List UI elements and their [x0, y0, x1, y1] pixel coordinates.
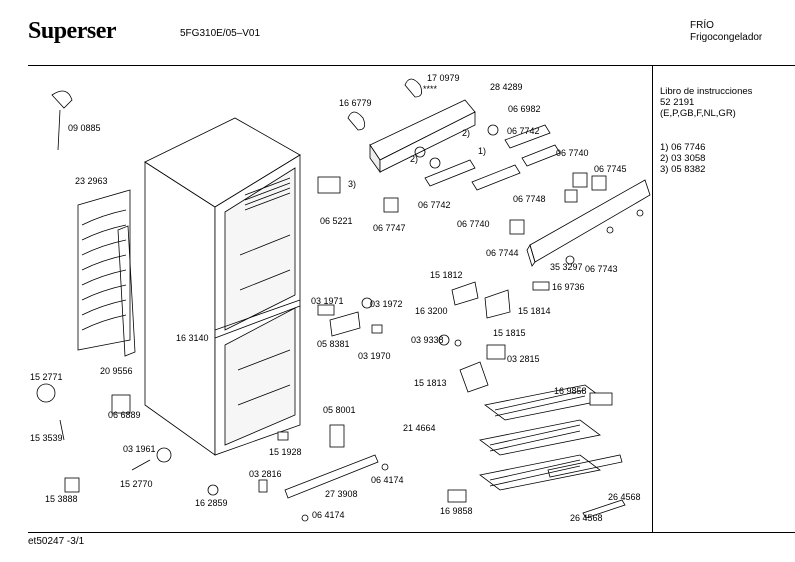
part-number-label: 03 1970	[358, 351, 391, 361]
part-number-label: 06 7740	[457, 219, 490, 229]
brand-logo: Superser	[28, 18, 117, 44]
part-number-label: 06 5221	[320, 216, 353, 226]
part-number-label: 16 3200	[415, 306, 448, 316]
part-number-label: 06 7745	[594, 164, 627, 174]
part-number-label: 03 2815	[507, 354, 540, 364]
manual-number: 52 2191	[660, 97, 695, 108]
part-number-label: 17 0979	[427, 73, 460, 83]
control-panel-drawing	[347, 78, 651, 267]
part-number-label: 03 2816	[249, 469, 282, 479]
part-number-label: 16 9858	[554, 386, 587, 396]
part-number-label: 03 1961	[123, 444, 156, 454]
part-number-label: ****	[423, 84, 438, 94]
part-number-label: 15 1812	[430, 270, 463, 280]
model-number: 5FG310E/05–V01	[180, 28, 261, 39]
footer-divider	[28, 532, 795, 533]
part-number-label: 03 1972	[370, 299, 403, 309]
subcategory-label: Frigocongelador	[690, 32, 763, 43]
part-number-label: 16 9736	[552, 282, 585, 292]
part-number-label: 28 4289	[490, 82, 523, 92]
part-number-label: 27 3908	[325, 489, 358, 499]
part-number-label: 06 7742	[507, 126, 540, 136]
note-3: 3) 05 8382	[660, 164, 706, 175]
part-number-label: 15 2771	[30, 372, 63, 382]
part-number-label: 15 1815	[493, 328, 526, 338]
part-number-label: 16 2859	[195, 498, 228, 508]
part-number-label: 15 2770	[120, 479, 153, 489]
part-number-label: 35 3297	[550, 262, 583, 272]
part-number-label: 16 9858	[440, 506, 473, 516]
part-number-label: 06 6982	[508, 104, 541, 114]
part-number-label: 2)	[410, 154, 419, 164]
part-number-label: 06 7740	[556, 148, 589, 158]
evaporator-racks-drawing	[36, 90, 626, 522]
part-number-label: 15 1814	[518, 306, 551, 316]
part-number-label: 06 4174	[312, 510, 345, 520]
part-number-label: 15 3888	[45, 494, 78, 504]
part-number-label: 06 4174	[371, 475, 404, 485]
manual-title: Libro de instrucciones	[660, 86, 753, 97]
page-reference: et50247 -3/1	[28, 536, 85, 547]
part-number-label: 20 9556	[100, 366, 133, 376]
part-number-label: 3)	[348, 179, 357, 189]
part-number-label: 2)	[462, 128, 471, 138]
part-number-label: 06 7748	[513, 194, 546, 204]
category-label: FRÍO	[690, 20, 714, 31]
part-number-label: 15 3539	[30, 433, 63, 443]
part-number-label: 03 9338	[411, 335, 444, 345]
part-number-label: 05 8001	[323, 405, 356, 415]
door-strip-drawing	[117, 225, 136, 357]
part-number-label: 06 7747	[373, 223, 406, 233]
part-number-label: 26 4568	[570, 513, 603, 523]
part-number-label: 1)	[478, 146, 487, 156]
part-number-label: 06 6889	[108, 410, 141, 420]
part-number-label: 09 0885	[68, 123, 101, 133]
part-number-label: 16 3140	[176, 333, 209, 343]
part-number-label: 15 1928	[269, 447, 302, 457]
part-number-label: 06 7743	[585, 264, 618, 274]
info-panel-divider	[652, 65, 653, 532]
part-number-label: 06 7742	[418, 200, 451, 210]
part-number-label: 23 2963	[75, 176, 108, 186]
manual-languages: (E,P,GB,F,NL,GR)	[660, 108, 736, 119]
part-number-label: 15 1813	[414, 378, 447, 388]
header-divider	[28, 65, 795, 66]
condenser-coil-drawing	[77, 189, 131, 351]
part-number-label: 03 1971	[311, 296, 344, 306]
part-number-label: 16 6779	[339, 98, 372, 108]
note-1: 1) 06 7746	[660, 142, 706, 153]
part-number-label: 06 7744	[486, 248, 519, 258]
note-2: 2) 03 3058	[660, 153, 706, 164]
part-number-label: 05 8381	[317, 339, 350, 349]
part-number-label: 26 4568	[608, 492, 641, 502]
part-number-label: 21 4664	[403, 423, 436, 433]
fridge-cabinet-drawing	[144, 117, 301, 456]
